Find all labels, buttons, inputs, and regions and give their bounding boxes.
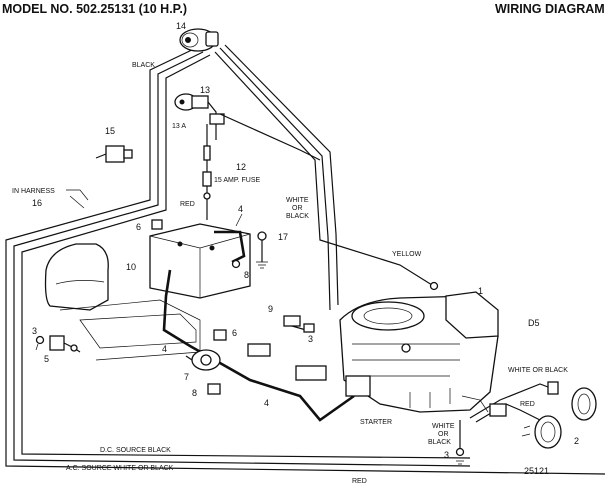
part-number-7: 7 — [184, 372, 189, 382]
part-17-ground — [256, 231, 268, 269]
part-3-ground-bottom — [454, 420, 466, 465]
part-number-4c: 4 — [264, 398, 269, 408]
wire-label-white-mid: WHITE — [286, 197, 309, 204]
part-7-solenoid — [185, 349, 221, 371]
right-lights-wiring — [469, 381, 559, 423]
wire-label-white-low: WHITE — [432, 423, 455, 430]
wire-label-ac-source: A.C. SOURCE WHITE OR BLACK — [66, 465, 174, 472]
code-d5: D5 — [528, 318, 540, 328]
part-number-13: 13 — [200, 85, 210, 95]
part-number-3c: 3 — [444, 450, 449, 460]
part-10-battery — [149, 223, 355, 422]
part-5-switch — [49, 335, 81, 353]
wire-label-or-mid: OR — [292, 205, 303, 212]
wire-label-black-mid: BLACK — [286, 213, 309, 220]
part-2-headlight-right — [571, 387, 597, 421]
part-1-engine — [339, 291, 499, 413]
wire-label-fuse: 15 AMP. FUSE — [214, 177, 261, 184]
part-connector-mid — [247, 343, 327, 381]
wire-label-or-low: OR — [438, 431, 449, 438]
part-8-bolt-upper — [231, 259, 241, 269]
part-number-14: 14 — [176, 21, 186, 31]
part-number-2: 2 — [574, 436, 579, 446]
drawing-number: 25121 — [524, 466, 549, 476]
wire-label-white-or-black-right: WHITE OR BLACK — [508, 367, 568, 374]
main-harness-wires — [5, 44, 606, 475]
part-number-8a: 8 — [244, 270, 249, 280]
wire-label-red-bottom: RED — [352, 478, 367, 485]
wire-label-black-low: BLACK — [428, 439, 451, 446]
part-number-4b: 4 — [162, 344, 167, 354]
model-title: MODEL NO. 502.25131 (10 H.P.) — [2, 2, 187, 16]
part-number-6a: 6 — [136, 222, 141, 232]
diagram-title: WIRING DIAGRAM — [495, 2, 605, 16]
part-13-ignition-switch — [174, 93, 321, 161]
part-6-nut-upper — [151, 219, 163, 230]
wire-label-black-top: BLACK — [132, 62, 155, 69]
part-number-1: 1 — [478, 286, 483, 296]
part-3-grommet-left — [35, 335, 45, 351]
part-number-3a: 3 — [32, 326, 37, 336]
part-number-16: 16 — [32, 198, 42, 208]
part-number-13a: 13 A — [172, 123, 186, 130]
part-8-bolt-lower — [207, 383, 221, 395]
part-9-connector — [283, 315, 315, 333]
part-number-12: 12 — [236, 162, 246, 172]
part-14-light — [179, 28, 219, 52]
part-number-17: 17 — [278, 232, 288, 242]
harness-pointer — [66, 189, 89, 209]
part-15-switch — [95, 145, 133, 163]
part-number-3b: 3 — [308, 334, 313, 344]
wire-label-yellow: YELLOW — [392, 251, 422, 258]
wire-label-red-fuse: RED — [180, 201, 195, 208]
part-2-headlight-left — [521, 415, 562, 449]
part-number-6b: 6 — [232, 328, 237, 338]
in-harness-label: IN HARNESS — [12, 188, 55, 195]
wire-label-red-right: RED — [520, 401, 535, 408]
wire-label-dc-source: D.C. SOURCE BLACK — [100, 447, 171, 454]
part-6-nut-lower — [213, 329, 227, 341]
yellow-wire-terminal — [429, 281, 439, 291]
part-number-10: 10 — [126, 262, 136, 272]
part-number-9: 9 — [268, 304, 273, 314]
starter-label: STARTER — [360, 419, 392, 426]
tractor-body-outline — [44, 243, 201, 361]
part-12-fuse — [202, 124, 212, 220]
part-number-4a: 4 — [238, 204, 243, 214]
part-number-15: 15 — [105, 126, 115, 136]
cable-4-leader — [235, 213, 243, 227]
part-number-8b: 8 — [192, 388, 197, 398]
part-number-5: 5 — [44, 354, 49, 364]
